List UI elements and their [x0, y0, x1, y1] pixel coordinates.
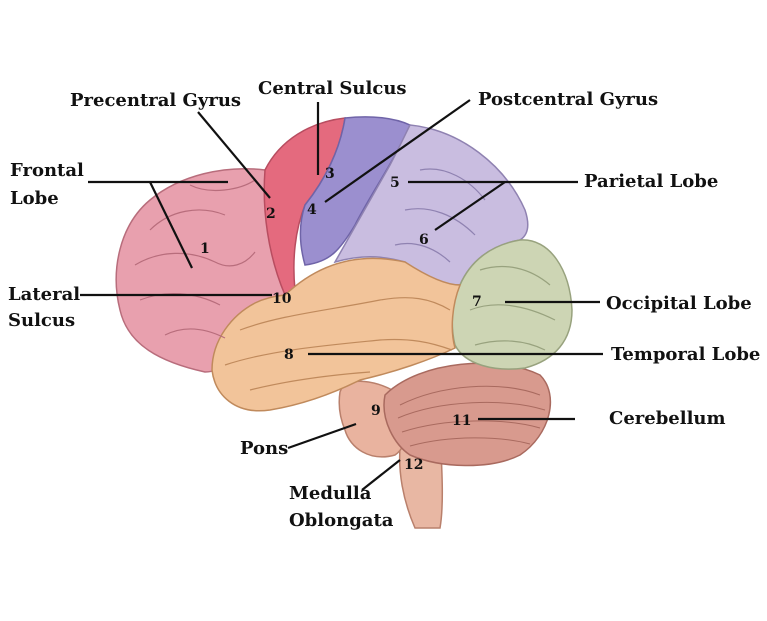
label-cerebellum: Cerebellum	[609, 408, 726, 429]
line-precentral	[197, 111, 271, 199]
label-lateral-sulcus-2: Sulcus	[8, 310, 76, 331]
marker-1: 1	[200, 241, 210, 257]
label-frontal-lobe-2: Lobe	[10, 188, 59, 209]
label-medulla-1: Medulla	[289, 483, 372, 504]
occipital-gyri	[469, 265, 556, 351]
label-frontal-lobe-1: Frontal	[10, 160, 84, 181]
marker-3: 3	[325, 166, 335, 182]
marker-12: 12	[404, 457, 423, 473]
line-postcentral	[324, 99, 471, 203]
line-parietal-to-6	[434, 181, 506, 231]
marker-7: 7	[472, 294, 482, 310]
label-parietal-lobe: Parietal Lobe	[584, 171, 719, 192]
marker-6: 6	[419, 232, 429, 248]
temporal-lobe-region	[211, 257, 462, 412]
leader-lines	[80, 99, 603, 491]
label-temporal-lobe: Temporal Lobe	[611, 344, 761, 365]
marker-4: 4	[307, 202, 317, 218]
label-pons: Pons	[240, 438, 289, 459]
marker-8: 8	[284, 347, 294, 363]
parietal-gyri	[394, 168, 486, 263]
label-occipital-lobe: Occipital Lobe	[606, 293, 752, 314]
marker-9: 9	[371, 403, 381, 419]
line-frontal-to-1	[149, 181, 193, 269]
label-lateral-sulcus-1: Lateral	[8, 284, 81, 305]
line-pons	[287, 422, 357, 450]
postcentral-gyrus-region	[299, 116, 411, 266]
frontal-gyri	[134, 179, 256, 339]
label-precentral-gyrus: Precentral Gyrus	[70, 90, 242, 111]
line-medulla	[361, 459, 401, 491]
marker-2: 2	[266, 206, 276, 222]
marker-5: 5	[390, 175, 400, 191]
marker-10: 10	[272, 291, 292, 307]
label-central-sulcus: Central Sulcus	[258, 78, 407, 99]
marker-11: 11	[452, 413, 471, 429]
temporal-gyri	[224, 297, 453, 391]
cerebellum-folia	[397, 385, 546, 447]
label-postcentral-gyrus: Postcentral Gyrus	[478, 89, 659, 110]
label-medulla-2: Oblongata	[289, 510, 394, 531]
